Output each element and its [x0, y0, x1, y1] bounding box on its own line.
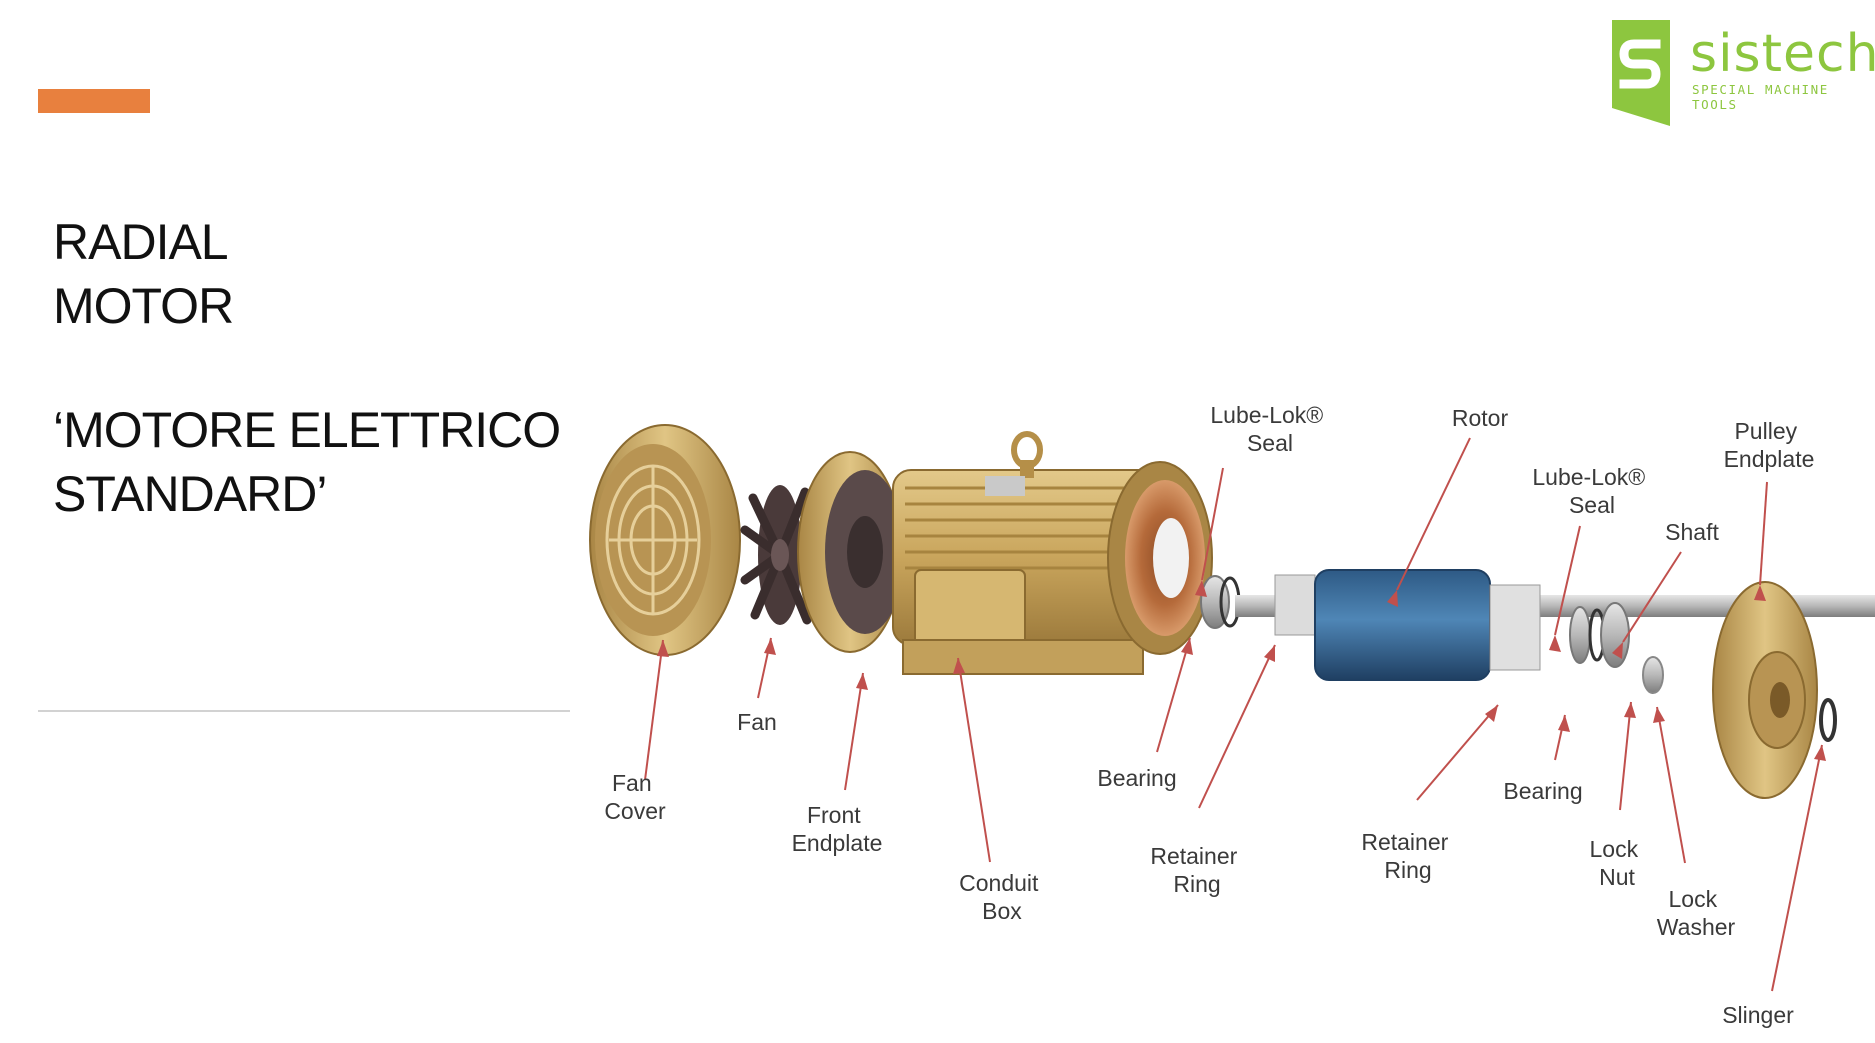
left-bearing-seal-part — [1200, 575, 1241, 629]
title-divider — [38, 710, 570, 712]
logo-tagline: SPECIAL MACHINE TOOLS — [1692, 82, 1829, 112]
logo-wordmark: sistech — [1690, 24, 1875, 84]
exploded-motor-diagram: Fan Cover Fan Front Endplate Conduit Box… — [589, 402, 1875, 1028]
front-endplate-part — [797, 451, 905, 653]
label-front-endplate: Front Endplate — [792, 802, 883, 856]
fan-part — [740, 485, 812, 625]
accent-bar — [38, 89, 150, 113]
label-conduit-box: Conduit Box — [959, 870, 1045, 924]
slide-subtitle-line-1: ‘MOTORE ELETTRICO — [53, 402, 561, 458]
slide-title: RADIAL MOTOR — [53, 210, 234, 338]
label-retainer-ring-right: Retainer Ring — [1361, 829, 1454, 883]
leader-lines — [644, 437, 1823, 992]
slide-subtitle-line-2: STANDARD’ — [53, 466, 327, 522]
pulley-endplate-part — [1712, 581, 1818, 799]
sistech-logo-mark — [1612, 20, 1670, 126]
label-shaft: Shaft — [1665, 519, 1719, 545]
label-lube-lok-seal-left: Lube-Lok® Seal — [1210, 402, 1329, 456]
label-pulley-endplate: Pulley Endplate — [1724, 418, 1815, 472]
label-rotor: Rotor — [1452, 405, 1509, 431]
label-lock-washer: Lock Washer — [1657, 886, 1736, 940]
label-fan-cover: Fan Cover — [604, 770, 666, 824]
label-bearing-right: Bearing — [1503, 778, 1582, 804]
slide-title-line-2: MOTOR — [53, 278, 234, 334]
sistech-logo: sistech SPECIAL MACHINE TOOLS — [1608, 18, 1875, 130]
label-retainer-ring-left: Retainer Ring — [1150, 843, 1243, 897]
fan-cover-part — [589, 424, 741, 656]
label-bearing-left: Bearing — [1097, 765, 1176, 791]
motor-frame-part — [892, 431, 1213, 675]
label-fan: Fan — [737, 709, 777, 735]
label-slinger: Slinger — [1722, 1002, 1794, 1028]
slide-subtitle: ‘MOTORE ELETTRICO STANDARD’ — [53, 398, 561, 526]
slinger-part — [1819, 698, 1837, 742]
leader-arrowheads — [657, 580, 1826, 761]
slide-title-line-1: RADIAL — [53, 214, 229, 270]
label-lube-lok-seal-right: Lube-Lok® Seal — [1532, 464, 1651, 518]
label-lock-nut: Lock Nut — [1590, 836, 1645, 890]
